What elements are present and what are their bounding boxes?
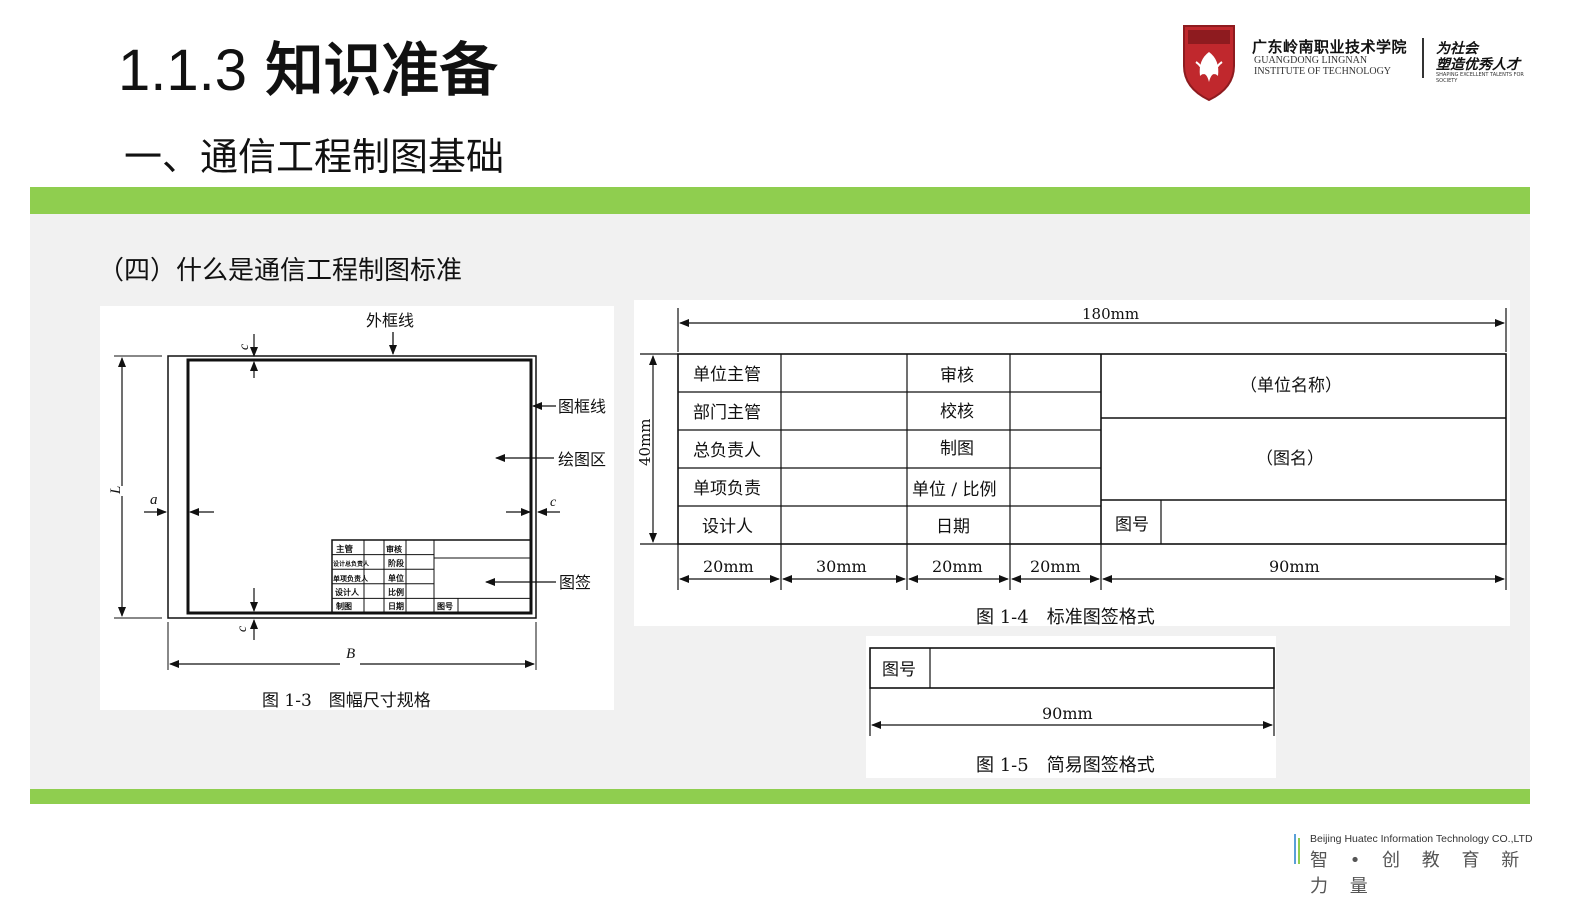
section-heading: （四）什么是通信工程制图标准 xyxy=(98,256,463,286)
label-40mm: 40mm xyxy=(636,418,654,466)
figure-1-5: 图号 90mm 图 1-5 简易图签格式 xyxy=(866,636,1276,778)
label-width: 30mm xyxy=(816,557,867,576)
simple-title-block xyxy=(869,647,1275,689)
cell-col1: 单项负责 xyxy=(693,479,761,499)
label-width: 90mm xyxy=(1269,557,1320,576)
logo-slogan-small: SHAPING EXCELLENT TALENTS FOR SOCIETY xyxy=(1436,72,1524,84)
width-dimensions xyxy=(677,544,1507,590)
logo-en-line1: GUANGDONG LINGNAN xyxy=(1254,55,1368,66)
cell-col3: 审核 xyxy=(940,366,974,386)
logo-en-line2: INSTITUTE OF TECHNOLOGY xyxy=(1254,66,1392,77)
label-width: 20mm xyxy=(932,557,983,576)
mini-cell: 设计人 xyxy=(335,587,360,597)
college-logo: 广东岭南职业技术学院 GUANGDONG LINGNAN INSTITUTE O… xyxy=(1176,22,1546,104)
logo-divider xyxy=(1422,38,1424,78)
label-c-top: c xyxy=(237,343,252,350)
label-90mm: 90mm xyxy=(1042,704,1093,723)
fig13-caption: 图 1-3 图幅尺寸规格 xyxy=(262,691,431,710)
label-c-bottom: c xyxy=(235,625,250,632)
cell-col1: 总负责人 xyxy=(693,441,761,461)
mini-cell: 设计总负责人 xyxy=(333,560,370,568)
label-frame-line: 图框线 xyxy=(558,397,606,416)
mini-cell: 日期 xyxy=(388,601,404,611)
mini-cell: 制图 xyxy=(336,601,352,611)
logo-cn-name: 广东岭南职业技术学院 xyxy=(1252,38,1408,56)
logo-slogan-line2: 塑造优秀人才 xyxy=(1436,57,1520,73)
label-180mm: 180mm xyxy=(1082,305,1139,323)
footer-company: Beijing Huatec Information Technology CO… xyxy=(1310,833,1533,845)
mini-cell: 比例 xyxy=(388,587,404,597)
cell-drawing-no: 图号 xyxy=(1115,515,1149,535)
page-subtitle: 一、通信工程制图基础 xyxy=(124,135,505,179)
mini-cell: 单位 xyxy=(388,573,404,583)
title-text: 知识准备 xyxy=(265,36,498,104)
cell-col3: 单位 / 比例 xyxy=(912,480,997,500)
cell-col1: 设计人 xyxy=(702,517,753,537)
label-a: a xyxy=(150,492,158,508)
title-number: 1.1.3 xyxy=(118,38,247,103)
cell-col3: 制图 xyxy=(940,439,974,459)
figure-1-4: 180mm 40mm 单位主管 部门主管 总负责人 单项负责 设计人 审核 xyxy=(634,300,1510,626)
cell-col1: 单位主管 xyxy=(693,365,761,385)
label-width: 20mm xyxy=(1030,557,1081,576)
mini-cell: 阶段 xyxy=(388,558,404,568)
mini-cell: 图号 xyxy=(437,601,453,611)
label-drawing-area: 绘图区 xyxy=(558,450,606,469)
green-band-top xyxy=(30,187,1530,214)
mini-title-block: 主管 设计总负责人 单项负责人 设计人 制图 审核 阶段 单位 比例 日期 图号 xyxy=(331,539,532,614)
title-block-table xyxy=(677,353,1507,545)
mini-cell: 主管 xyxy=(336,544,354,555)
outer-frame-rect xyxy=(167,355,537,619)
footer-slogan: 智 • 创 教 育 新 力 量 xyxy=(1310,850,1528,897)
simple-block-label: 图号 xyxy=(882,660,916,680)
label-outer-frame: 外框线 xyxy=(366,311,414,330)
fig15-caption: 图 1-5 简易图签格式 xyxy=(976,755,1155,776)
label-c-right: c xyxy=(550,495,557,510)
cell-unit-name: （单位名称） xyxy=(1240,376,1342,396)
page-title: 1.1.3 知识准备 xyxy=(118,30,497,111)
cell-col3: 日期 xyxy=(936,517,970,537)
mini-cell: 单项负责人 xyxy=(333,574,369,583)
label-B: B xyxy=(346,646,355,662)
label-width: 20mm xyxy=(703,557,754,576)
label-L: L xyxy=(108,486,124,495)
green-band-bottom xyxy=(30,789,1530,804)
footer-brand: Beijing Huatec Information Technology CO… xyxy=(1294,830,1554,897)
cell-drawing-name: （图名） xyxy=(1256,449,1324,469)
fig14-caption: 图 1-4 标准图签格式 xyxy=(976,607,1155,626)
logo-slogan-line1: 为社会 xyxy=(1436,41,1478,57)
figure-1-3: 外框线 c c 图框线 绘图区 c a L B xyxy=(100,306,614,710)
mini-cell: 审核 xyxy=(386,544,402,554)
brand-lines-icon xyxy=(1294,834,1300,864)
shield-logo-icon xyxy=(1183,25,1235,102)
cell-col1: 部门主管 xyxy=(693,403,761,423)
label-title-block: 图签 xyxy=(559,573,591,592)
cell-col3: 校核 xyxy=(940,402,974,422)
